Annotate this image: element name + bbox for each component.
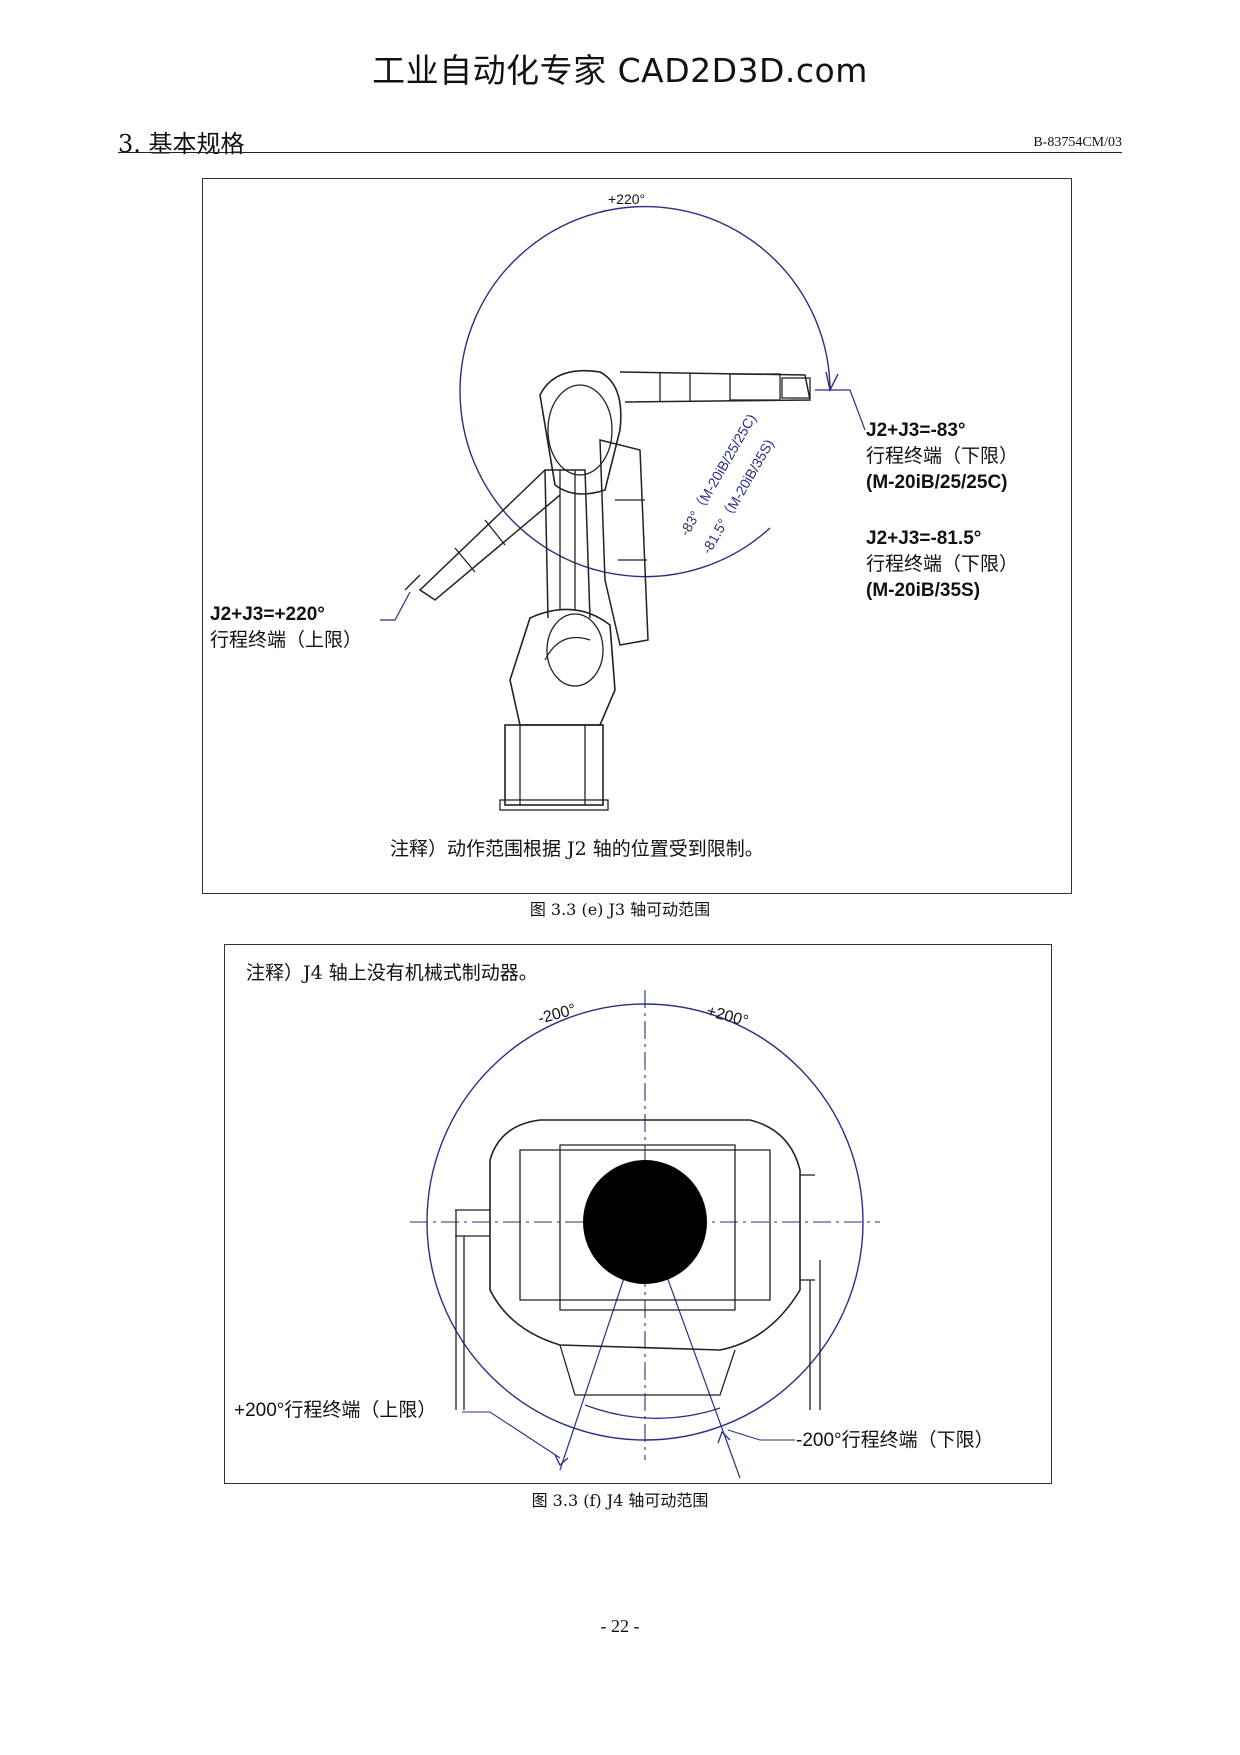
leader-left (462, 1411, 561, 1459)
figure-f-caption: 图 3.3 (f) J4 轴可动范围 (531, 1491, 709, 1510)
lower-limit-b-line3: (M-20iB/35S) (866, 580, 981, 601)
robot-arm-drawing (404, 369, 811, 811)
section-title: 3. 基本规格 (118, 130, 245, 158)
j3-range-arc (459, 205, 831, 578)
robot-forearm-lower-limit (599, 439, 649, 646)
j4-inner-arc (584, 1404, 721, 1419)
wrist-drawing (455, 1119, 821, 1410)
figure-f-note: 注释）J4 轴上没有机械式制动器。 (246, 962, 538, 984)
lower-limit-a-label: J2+J3=-83° 行程终端（下限） (M-20iB/25/25C) (866, 418, 1018, 496)
top-angle-label: +220° (608, 191, 646, 207)
leader-lower-limit (815, 389, 866, 431)
lower-limit-a-line1: J2+J3=-83° (866, 420, 966, 441)
robot-j2-housing (509, 608, 616, 726)
page-number: - 22 - (600, 1616, 640, 1636)
robot-j3-housing (539, 369, 622, 495)
lower-limit-b-line2: 行程终端（下限） (866, 554, 1019, 575)
leader-right (727, 1429, 795, 1441)
leader-upper-limit (380, 591, 411, 621)
lower-limit-a-line3: (M-20iB/25/25C) (866, 472, 1008, 493)
watermark-text: 工业自动化专家 CAD2D3D.com (372, 51, 868, 90)
figure-e-frame (202, 178, 1072, 894)
figure-e-note: 注释）动作范围根据 J2 轴的位置受到限制。 (390, 838, 764, 860)
lower-limit-b-label: J2+J3=-81.5° 行程终端（下限） (M-20iB/35S) (866, 526, 1018, 604)
arc-arrow-right (717, 1430, 731, 1444)
arc-arrow-left (554, 1454, 569, 1467)
document-number: B-83754CM/03 (1033, 135, 1122, 150)
upper-limit-label: J2+J3=+220° 行程终端（上限） (210, 602, 362, 654)
robot-forearm-horizontal (619, 371, 811, 403)
header-rule (118, 152, 1122, 153)
upper-limit-line1: J2+J3=+220° (210, 604, 325, 625)
flange-bore (629, 1206, 661, 1238)
lower-limit-b-line1: J2+J3=-81.5° (866, 528, 982, 549)
robot-forearm-upper-limit (418, 469, 561, 601)
lower-limit-f-label: -200°行程终端（下限） (796, 1430, 994, 1451)
lower-limit-a-line2: 行程终端（下限） (866, 446, 1019, 467)
upper-limit-line2: 行程终端（上限） (210, 630, 363, 651)
upper-limit-f-label: +200°行程终端（上限） (234, 1400, 437, 1421)
wrist-housing (489, 1119, 801, 1351)
figure-e-caption: 图 3.3 (e) J3 轴可动范围 (529, 900, 711, 919)
